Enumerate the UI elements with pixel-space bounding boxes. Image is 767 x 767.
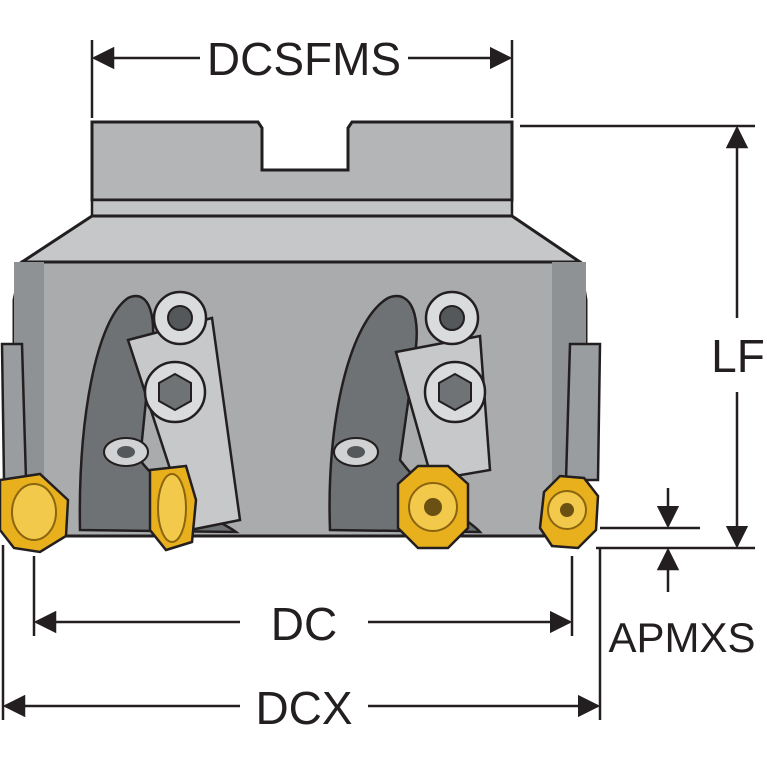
hex-screw-center [423,360,487,424]
chamfer [16,214,585,264]
cutter-body [0,120,602,538]
top-screw-left [152,290,208,346]
dim-dcx: DCX [1,545,602,734]
insert-left-edge [0,472,70,554]
apmxs-label: APMXS [608,614,755,661]
dim-lf: LF [520,124,765,550]
small-screw-center [333,437,379,467]
dcx-label: DCX [255,682,352,734]
collar-band [90,198,514,218]
hex-screw-left [143,360,207,424]
right-side-block [564,342,602,482]
shank-top [90,120,514,202]
insert-front-left [148,464,198,552]
insert-front-center [396,464,470,550]
top-screw-center [424,290,480,346]
dcsfms-label: DCSFMS [207,33,401,85]
dim-dc: DC [32,556,574,650]
dc-label: DC [271,598,337,650]
insert-right-edge [538,474,600,550]
small-screw-left [103,437,149,467]
left-side-block [0,342,28,482]
dim-dcsfms: DCSFMS [90,33,514,118]
lf-label: LF [711,330,765,382]
inserts [0,464,600,554]
dim-apmxs: APMXS [600,488,756,661]
